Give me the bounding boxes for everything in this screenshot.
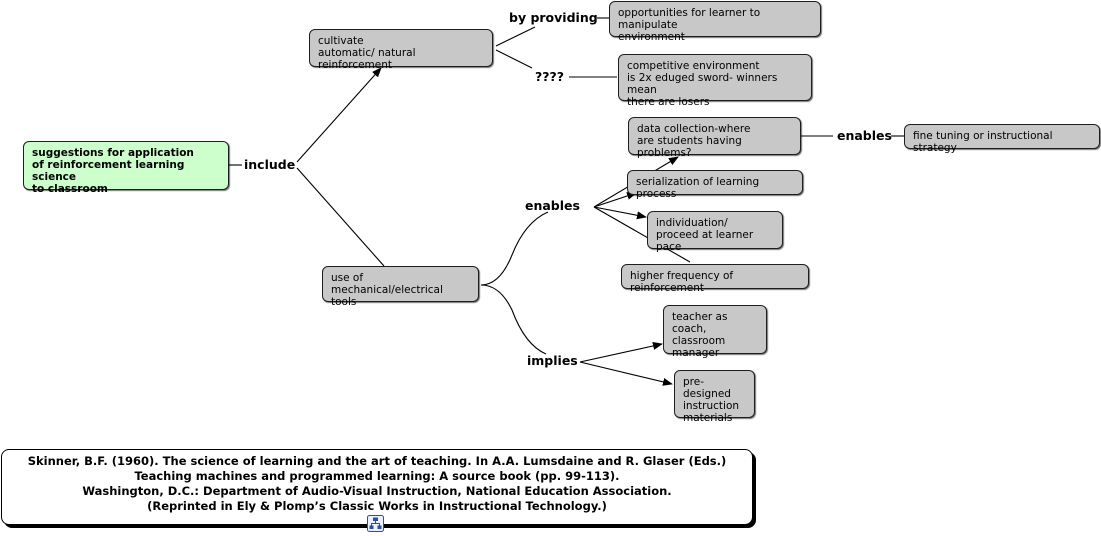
node-competitive[interactable]: competitive environment is 2x eduged swo… bbox=[618, 54, 812, 108]
label-by-providing: by providing bbox=[509, 10, 598, 25]
label-enables-data: enables bbox=[837, 128, 892, 143]
node-serialization[interactable]: serialization of learning process bbox=[627, 170, 803, 200]
citation-box[interactable]: Skinner, B.F. (1960). The science of lea… bbox=[1, 449, 753, 525]
concept-map-icon[interactable] bbox=[367, 515, 384, 532]
link-include-cultivate bbox=[296, 67, 382, 163]
node-opportunities[interactable]: opportunities for learner to manipulate … bbox=[609, 1, 821, 43]
link-enables-serialization bbox=[593, 192, 637, 208]
link-enables-frequency bbox=[593, 206, 691, 263]
node-teacher-coach[interactable]: teacher as coach, classroom manager bbox=[663, 305, 767, 359]
link-enables-individuation bbox=[593, 206, 647, 220]
link-implies-predesigned bbox=[579, 361, 673, 386]
label-include: include bbox=[244, 157, 296, 172]
node-predesigned[interactable]: pre-designed instruction materials bbox=[674, 370, 755, 424]
link-implies-teacher bbox=[579, 342, 663, 363]
node-cultivate[interactable]: cultivate automatic/ natural reinforceme… bbox=[309, 29, 493, 71]
node-individuation[interactable]: individuation/ proceed at learner pace bbox=[647, 211, 783, 253]
node-tools[interactable]: use of mechanical/electrical tools bbox=[322, 266, 479, 308]
link-cultivate-byproviding bbox=[495, 26, 536, 47]
label-implies: implies bbox=[527, 353, 578, 368]
link-tools-enables bbox=[480, 211, 549, 286]
label-enables-tools: enables bbox=[525, 198, 580, 213]
link-tools-implies bbox=[480, 284, 547, 355]
link-cultivate-unknown bbox=[495, 49, 533, 69]
root-node[interactable]: suggestions for application of reinforce… bbox=[23, 141, 229, 195]
link-include-tools bbox=[296, 167, 385, 267]
node-fine-tuning[interactable]: fine tuning or instructional strategy bbox=[904, 124, 1100, 154]
node-higher-frequency[interactable]: higher frequency of reinforcement bbox=[621, 264, 809, 294]
node-data-collection[interactable]: data collection-where are students havin… bbox=[628, 117, 801, 159]
label-unknown: ???? bbox=[535, 69, 565, 84]
